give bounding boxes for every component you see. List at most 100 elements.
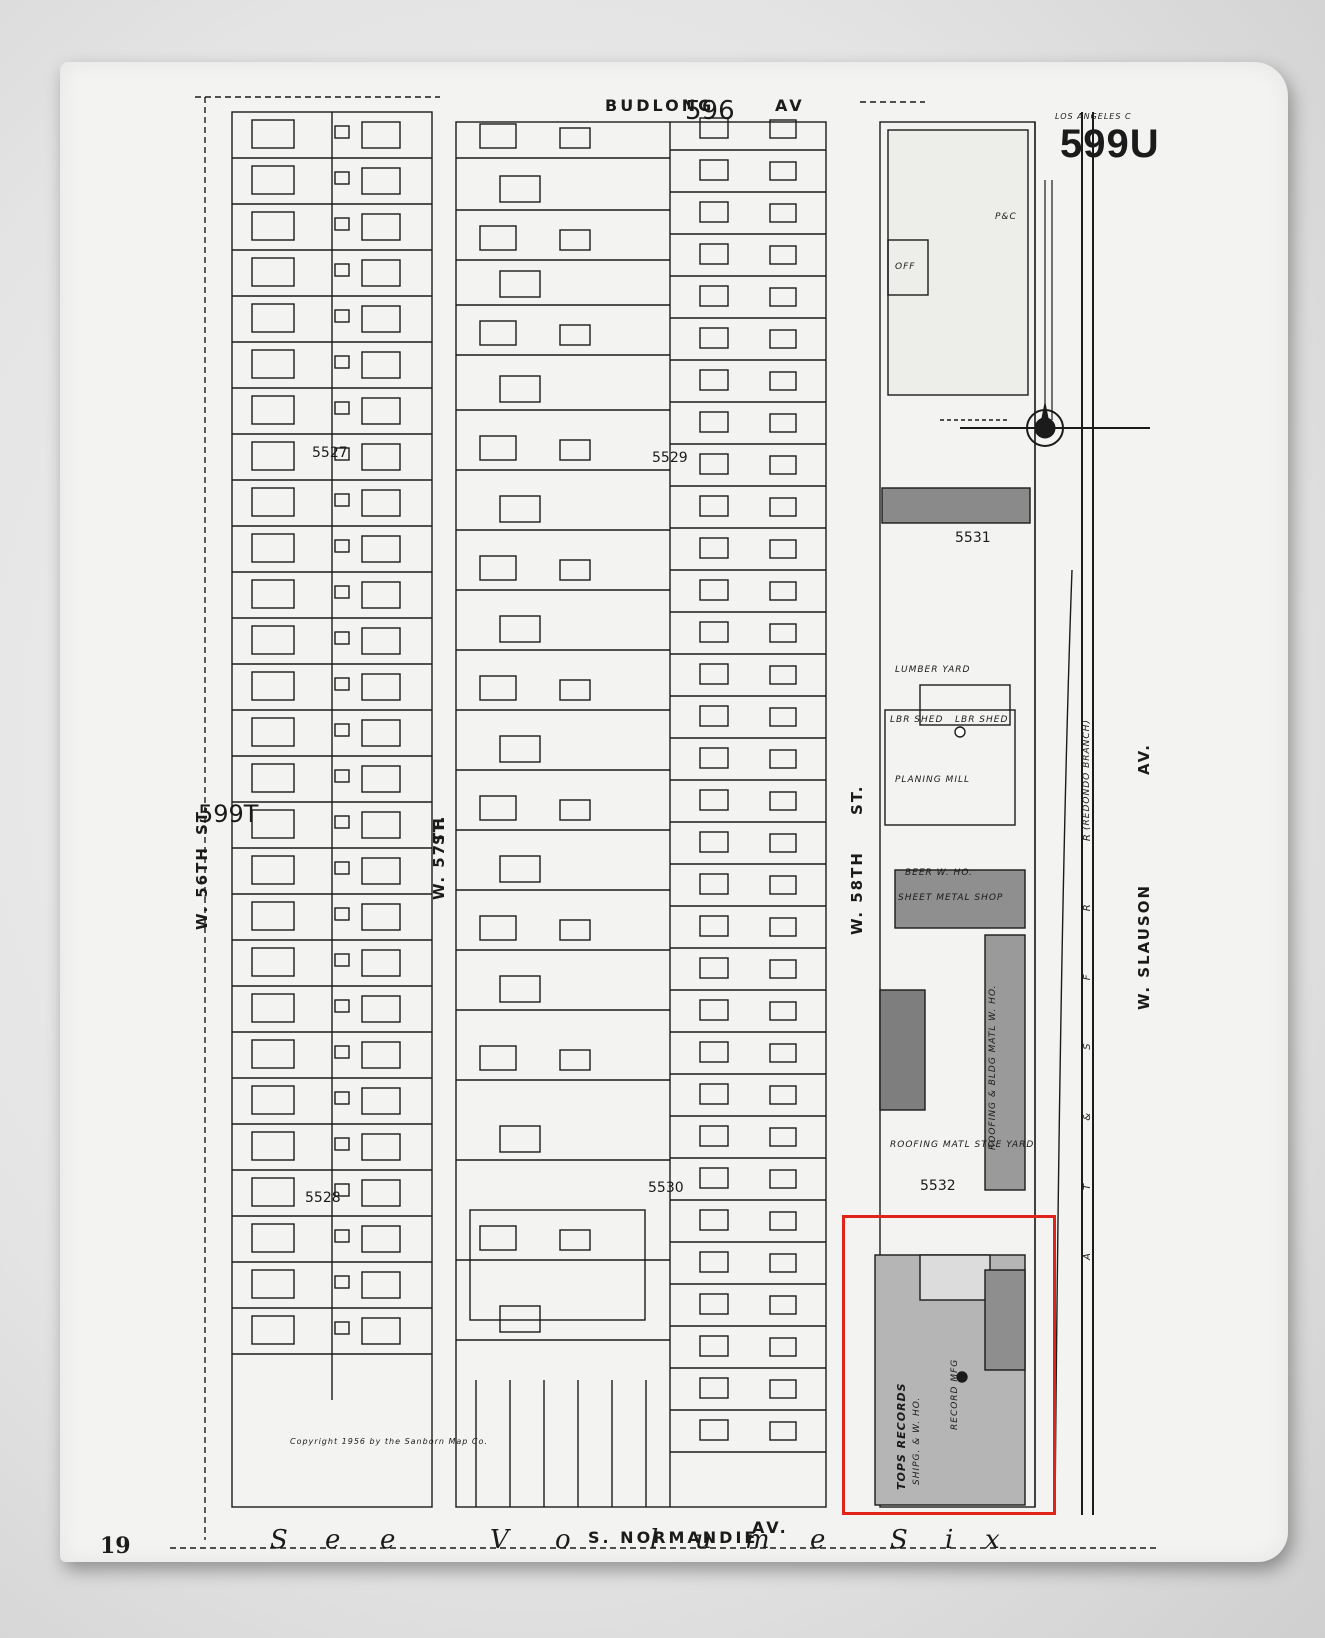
building-footprint xyxy=(769,623,797,643)
building-footprint xyxy=(769,581,797,601)
building-footprint xyxy=(361,489,401,517)
building-footprint xyxy=(559,1229,591,1251)
building-footprint xyxy=(769,1211,797,1231)
building-footprint xyxy=(361,765,401,793)
building-footprint xyxy=(559,1049,591,1071)
building-footprint xyxy=(334,677,350,691)
building-footprint xyxy=(559,919,591,941)
building-footprint xyxy=(699,369,729,391)
building-footprint xyxy=(499,735,541,763)
building-footprint xyxy=(479,555,517,581)
building-footprint xyxy=(361,581,401,609)
building-footprint xyxy=(251,671,295,701)
building-footprint xyxy=(334,1137,350,1151)
building-footprint xyxy=(769,1295,797,1315)
building-footprint xyxy=(361,167,401,195)
building-footprint xyxy=(251,165,295,195)
building-footprint xyxy=(251,1223,295,1253)
building-footprint xyxy=(361,1041,401,1069)
building-footprint xyxy=(251,763,295,793)
building-footprint xyxy=(334,401,350,415)
building-footprint xyxy=(699,1041,729,1063)
block-middle xyxy=(455,117,827,1508)
street-bottom-suffix: AV. xyxy=(752,1518,789,1537)
building-footprint xyxy=(334,815,350,829)
building-footprint xyxy=(251,809,295,839)
building-footprint xyxy=(699,285,729,307)
building-footprint xyxy=(334,1275,350,1289)
building-footprint xyxy=(499,615,541,643)
building-footprint xyxy=(361,1133,401,1161)
building-footprint xyxy=(334,217,350,231)
block-number: 5529 xyxy=(652,450,688,466)
building-footprint xyxy=(361,1271,401,1299)
building-footprint xyxy=(699,159,729,181)
building-footprint xyxy=(769,1127,797,1147)
building-footprint xyxy=(251,901,295,931)
building-footprint xyxy=(699,243,729,265)
building-footprint xyxy=(334,861,350,875)
building-footprint xyxy=(479,915,517,941)
street-bottom-name: S. NORMANDIE xyxy=(588,1528,759,1547)
building-footprint xyxy=(769,413,797,433)
building-footprint xyxy=(699,999,729,1021)
building-footprint xyxy=(769,833,797,853)
building-footprint xyxy=(559,559,591,581)
street-top-suffix: AV xyxy=(775,96,805,115)
map-sheet xyxy=(60,62,1288,1562)
building-footprint xyxy=(361,949,401,977)
building-footprint xyxy=(361,857,401,885)
business-roofing-yard: ROOFING MATL STGE YARD xyxy=(890,1140,1035,1150)
building-footprint xyxy=(559,229,591,251)
building-footprint xyxy=(499,375,541,403)
business-planing-mill: PLANING MILL xyxy=(895,775,970,785)
building-footprint xyxy=(251,993,295,1023)
building-footprint xyxy=(769,371,797,391)
building-footprint xyxy=(469,1209,646,1321)
building-footprint xyxy=(334,447,350,461)
building-footprint xyxy=(251,441,295,471)
block-number: 5532 xyxy=(920,1178,956,1194)
building-footprint xyxy=(251,1039,295,1069)
building-footprint xyxy=(361,121,401,149)
building-footprint xyxy=(479,1225,517,1251)
building-footprint xyxy=(699,201,729,223)
building-footprint xyxy=(361,673,401,701)
building-footprint xyxy=(361,995,401,1023)
building-footprint xyxy=(334,309,350,323)
building-footprint xyxy=(699,1167,729,1189)
building-footprint xyxy=(361,811,401,839)
block-number: 5530 xyxy=(648,1180,684,1196)
building-footprint xyxy=(699,873,729,895)
building-footprint xyxy=(361,1225,401,1253)
building-footprint xyxy=(334,585,350,599)
building-footprint xyxy=(251,533,295,563)
building-footprint xyxy=(769,161,797,181)
building-footprint xyxy=(769,1337,797,1357)
building-footprint xyxy=(769,1169,797,1189)
building-footprint xyxy=(499,975,541,1003)
building-footprint xyxy=(699,747,729,769)
building-footprint xyxy=(251,487,295,517)
building-footprint xyxy=(251,1085,295,1115)
building-footprint xyxy=(361,397,401,425)
building-footprint xyxy=(361,1317,401,1345)
building-footprint xyxy=(769,1421,797,1441)
business-beer-wh: BEER W. HO. xyxy=(905,868,973,878)
building-footprint xyxy=(699,957,729,979)
building-footprint xyxy=(334,1045,350,1059)
building-footprint xyxy=(361,903,401,931)
building-footprint xyxy=(699,705,729,727)
building-footprint xyxy=(769,749,797,769)
building-footprint xyxy=(769,203,797,223)
building-footprint xyxy=(479,795,517,821)
building-footprint xyxy=(251,717,295,747)
street-top-name: BUDLONG xyxy=(605,96,715,115)
building-footprint xyxy=(769,791,797,811)
building-footprint xyxy=(499,1125,541,1153)
building-footprint xyxy=(769,1043,797,1063)
building-footprint xyxy=(479,1045,517,1071)
street-w58: W. 58TH xyxy=(848,851,866,935)
business-pc: P&C xyxy=(995,212,1017,222)
building-footprint xyxy=(699,663,729,685)
